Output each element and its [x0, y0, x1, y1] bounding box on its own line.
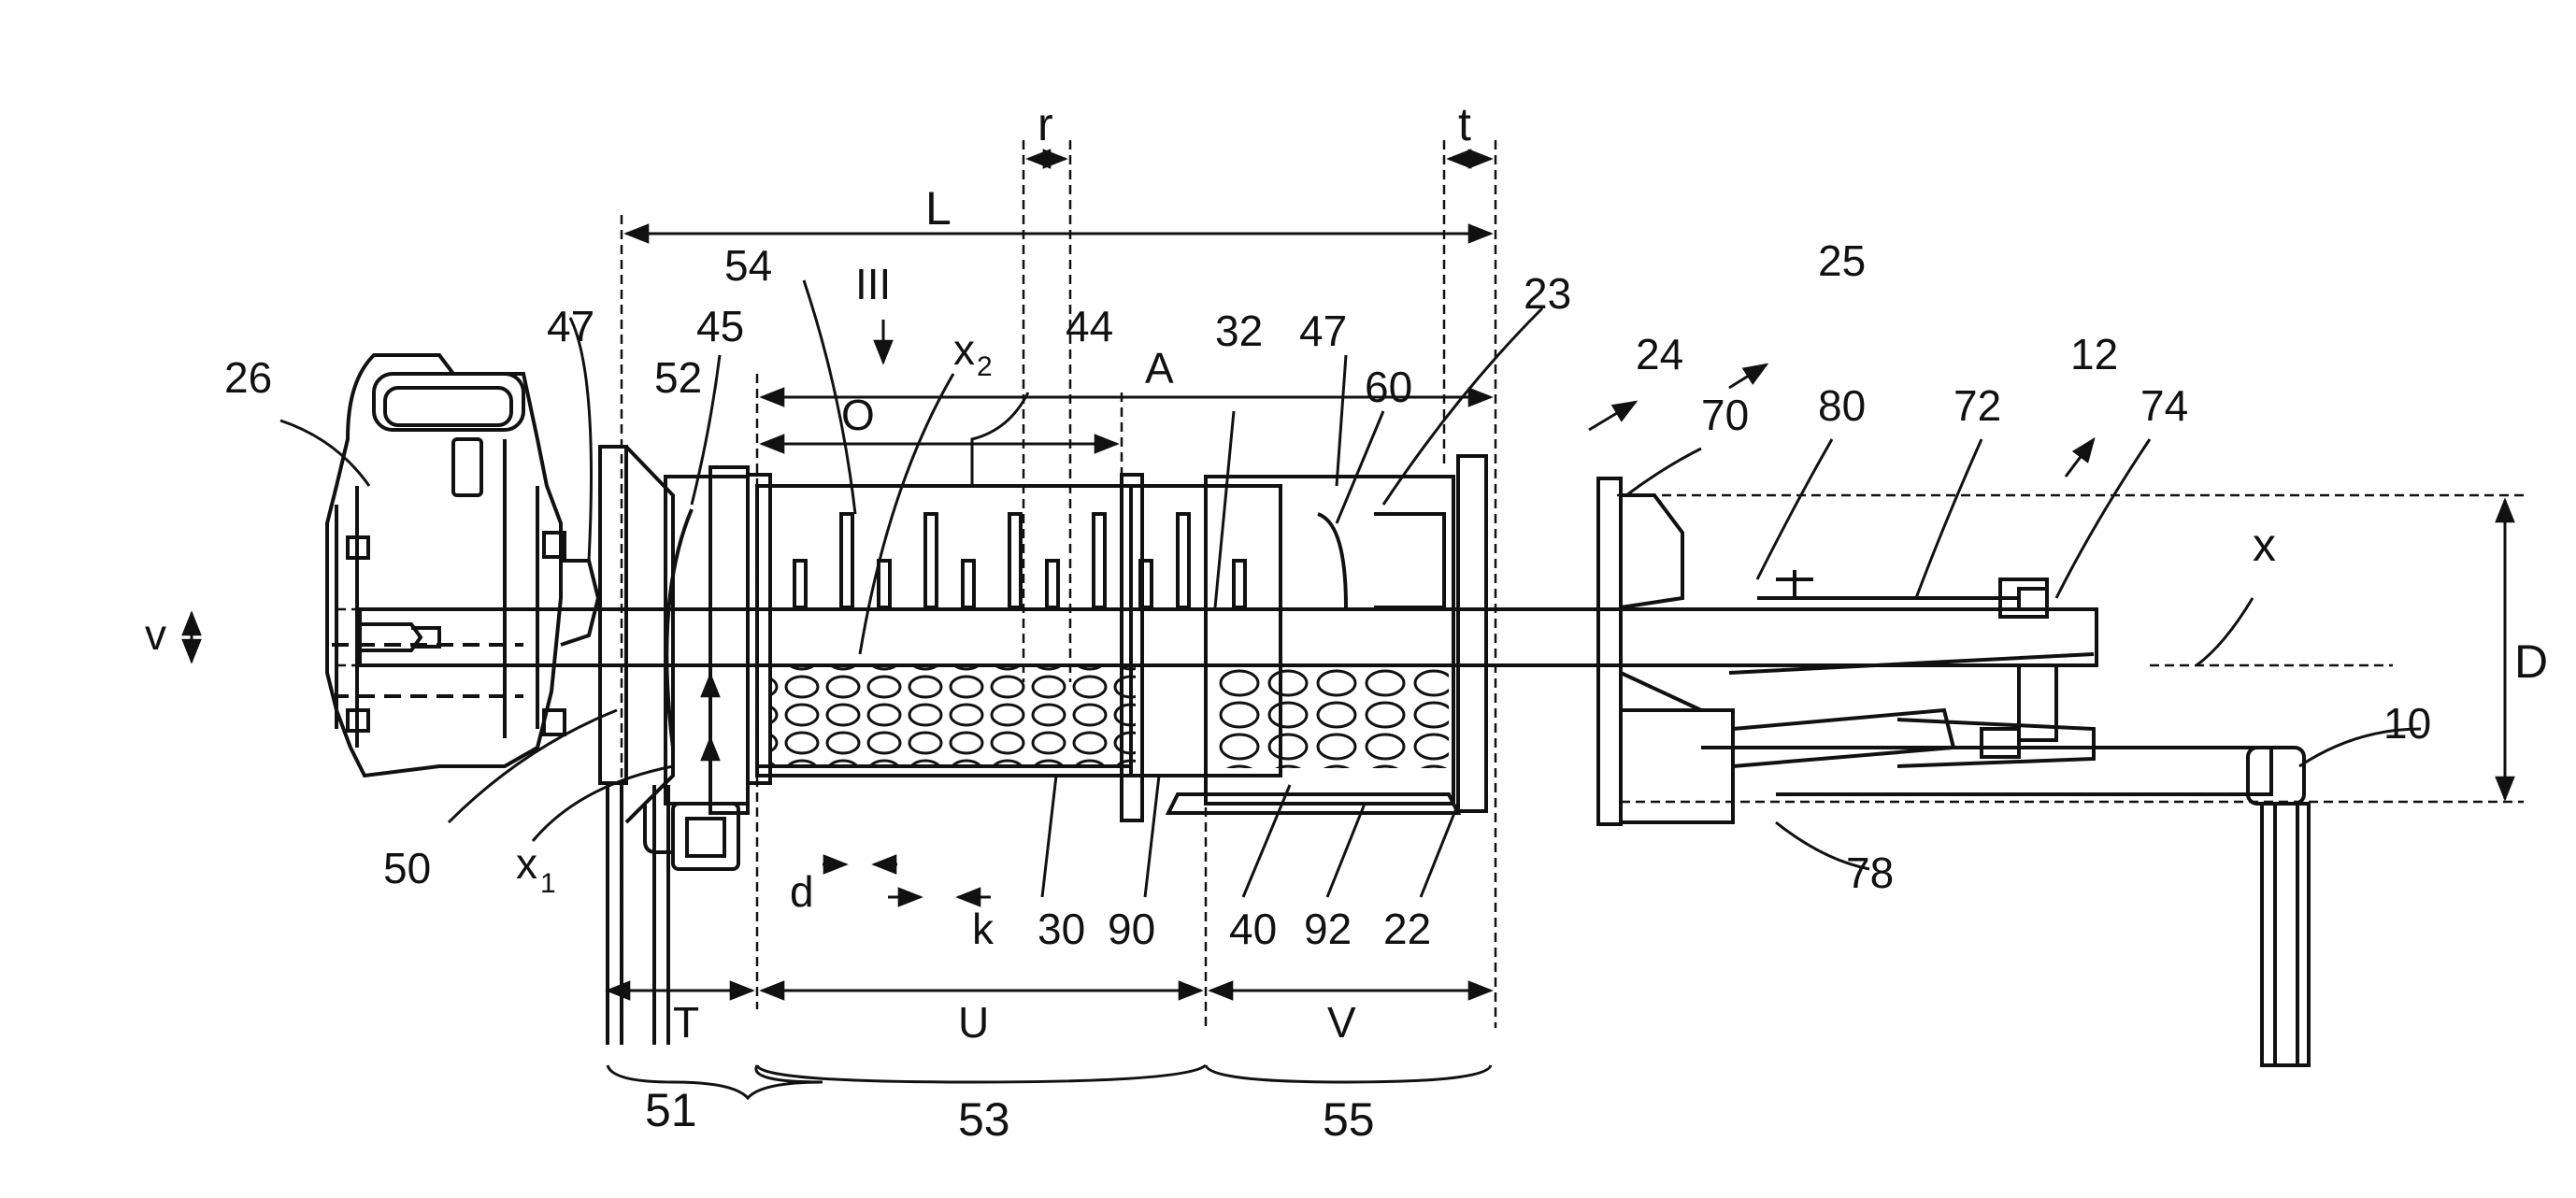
motor-26	[327, 355, 598, 776]
label-v: v	[145, 610, 166, 659]
screen-drum	[748, 456, 1486, 820]
label-x2-base: x	[953, 325, 975, 374]
ref-22: 22	[1383, 905, 1431, 953]
ref-52: 52	[654, 353, 702, 402]
ref-26: 26	[224, 353, 272, 402]
label-t: t	[1458, 98, 1471, 150]
label-V: V	[1327, 998, 1356, 1047]
ref-53: 53	[958, 1093, 1010, 1146]
ref-23: 23	[1524, 269, 1571, 318]
outlet-housing	[1598, 478, 2309, 1065]
ref-47b: 47	[1299, 307, 1347, 355]
ref-25: 25	[1818, 236, 1866, 285]
ref-60: 60	[1365, 363, 1412, 411]
ref-74: 74	[2140, 381, 2188, 430]
ref-70: 70	[1701, 391, 1749, 439]
ref-32: 32	[1215, 307, 1263, 355]
ref-90: 90	[1108, 905, 1155, 953]
label-x: x	[2253, 519, 2276, 571]
label-x1-sub: 1	[540, 868, 556, 899]
ref-47a: 47	[547, 302, 594, 350]
main-shaft	[360, 609, 2097, 665]
ref-55: 55	[1323, 1093, 1375, 1146]
label-x2-sub: 2	[977, 351, 993, 382]
label-r: r	[1038, 98, 1053, 150]
ref-72: 72	[1953, 381, 2001, 430]
label-O: O	[841, 391, 875, 439]
label-d: d	[790, 867, 814, 916]
ref-30: 30	[1038, 905, 1085, 953]
label-L: L	[925, 182, 952, 235]
ref-44: 44	[1066, 302, 1113, 350]
label-A: A	[1145, 344, 1174, 392]
ref-24: 24	[1636, 330, 1683, 378]
label-x1-base: x	[516, 839, 537, 888]
label-III: III	[855, 260, 891, 308]
ref-80: 80	[1818, 381, 1866, 430]
ref-92: 92	[1304, 905, 1352, 953]
ref-51: 51	[645, 1084, 697, 1136]
label-T: T	[673, 998, 699, 1047]
label-k: k	[972, 905, 995, 953]
ref-45: 45	[696, 302, 744, 350]
ref-54: 54	[724, 241, 772, 290]
label-U: U	[958, 998, 989, 1047]
ref-12: 12	[2070, 330, 2118, 378]
ref-78: 78	[1846, 849, 1894, 897]
label-D: D	[2514, 635, 2548, 688]
ref-50: 50	[383, 844, 431, 892]
ref-40: 40	[1229, 905, 1277, 953]
ref-10: 10	[2383, 699, 2431, 748]
